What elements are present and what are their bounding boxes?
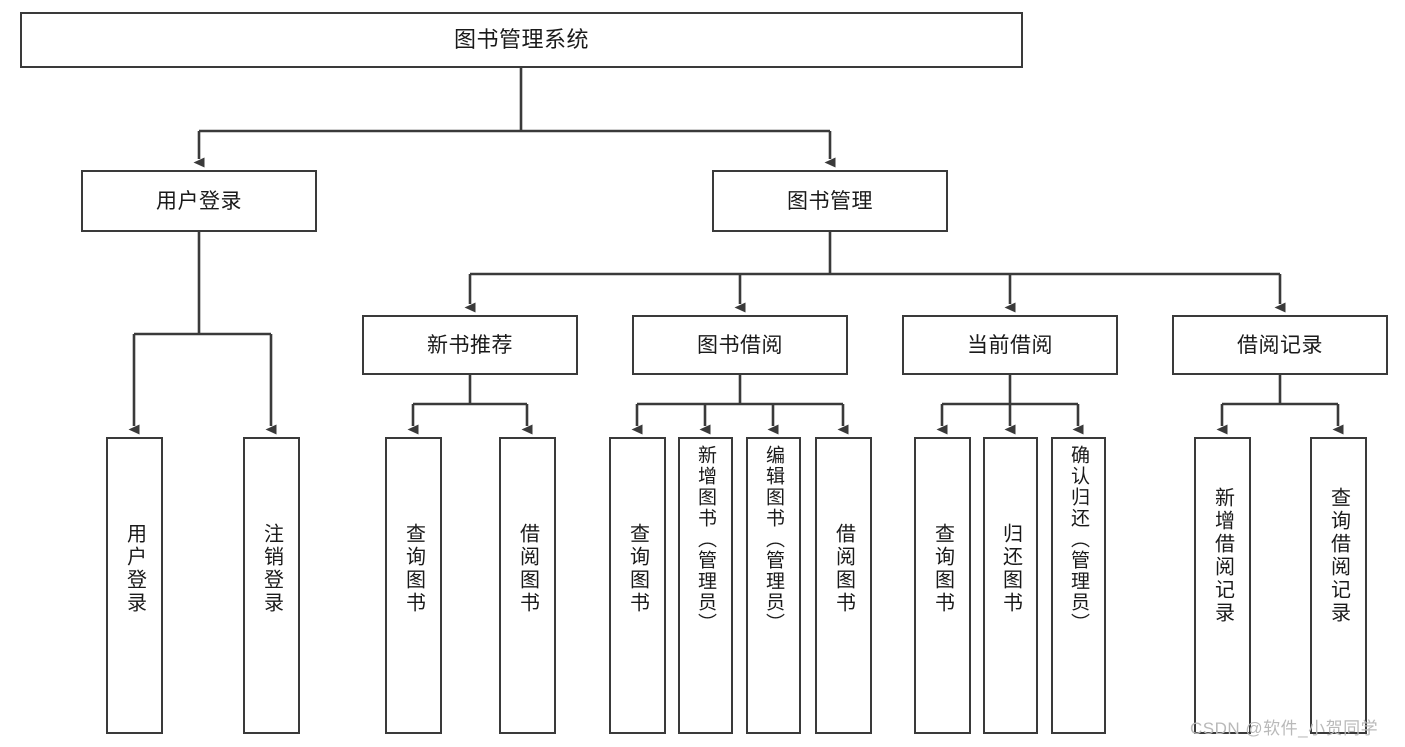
leaf-user-login-login[interactable]: 用户登录: [106, 437, 163, 734]
leaf-borrow-record-query-record[interactable]: 查询借阅记录: [1310, 437, 1367, 734]
watermark-text: CSDN @软件_小贺同学: [1190, 719, 1379, 738]
node-new-book-recommend[interactable]: 新书推荐: [362, 315, 578, 375]
node-label: 借阅图书: [516, 523, 539, 615]
node-book-management[interactable]: 图书管理: [712, 170, 948, 232]
node-label: 用户登录: [123, 523, 146, 615]
leaf-new-book-borrow-book[interactable]: 借阅图书: [499, 437, 556, 734]
node-label: 图书管理系统: [453, 27, 589, 52]
leaf-current-borrow-return-book[interactable]: 归还图书: [983, 437, 1038, 734]
node-root-book-management-system[interactable]: 图书管理系统: [20, 12, 1023, 68]
node-label: 用户登录: [156, 189, 242, 213]
node-label: 借阅图书: [832, 523, 855, 615]
leaf-current-borrow-query-book[interactable]: 查询图书: [914, 437, 971, 734]
leaf-book-borrow-add-book-admin[interactable]: 新增图书（管理员）: [678, 437, 733, 734]
node-label: 新增图书（管理员）: [695, 445, 716, 634]
node-label: 查询借阅记录: [1327, 487, 1350, 625]
node-label: 注销登录: [260, 523, 283, 615]
leaf-book-borrow-borrow-book[interactable]: 借阅图书: [815, 437, 872, 734]
node-label: 归还图书: [999, 523, 1022, 615]
leaf-book-borrow-edit-book-admin[interactable]: 编辑图书（管理员）: [746, 437, 801, 734]
leaf-borrow-record-add-record[interactable]: 新增借阅记录: [1194, 437, 1251, 734]
leaf-new-book-query-book[interactable]: 查询图书: [385, 437, 442, 734]
node-label: 编辑图书（管理员）: [763, 445, 784, 634]
csdn-watermark: CSDN @软件_小贺同学: [1190, 714, 1378, 739]
node-label: 查询图书: [402, 523, 425, 615]
node-current-borrow[interactable]: 当前借阅: [902, 315, 1118, 375]
node-label: 当前借阅: [967, 333, 1053, 357]
node-label: 新书推荐: [427, 333, 513, 357]
node-label: 确认归还（管理员）: [1068, 445, 1089, 634]
node-label: 查询图书: [931, 523, 954, 615]
node-label: 借阅记录: [1237, 333, 1323, 357]
leaf-user-login-logout[interactable]: 注销登录: [243, 437, 300, 734]
node-user-login[interactable]: 用户登录: [81, 170, 317, 232]
node-borrow-record[interactable]: 借阅记录: [1172, 315, 1388, 375]
node-book-borrow[interactable]: 图书借阅: [632, 315, 848, 375]
node-label: 新增借阅记录: [1211, 487, 1234, 625]
node-label: 查询图书: [626, 523, 649, 615]
node-label: 图书管理: [787, 189, 873, 213]
leaf-book-borrow-query-book[interactable]: 查询图书: [609, 437, 666, 734]
node-label: 图书借阅: [697, 333, 783, 357]
leaf-current-borrow-confirm-return-admin[interactable]: 确认归还（管理员）: [1051, 437, 1106, 734]
